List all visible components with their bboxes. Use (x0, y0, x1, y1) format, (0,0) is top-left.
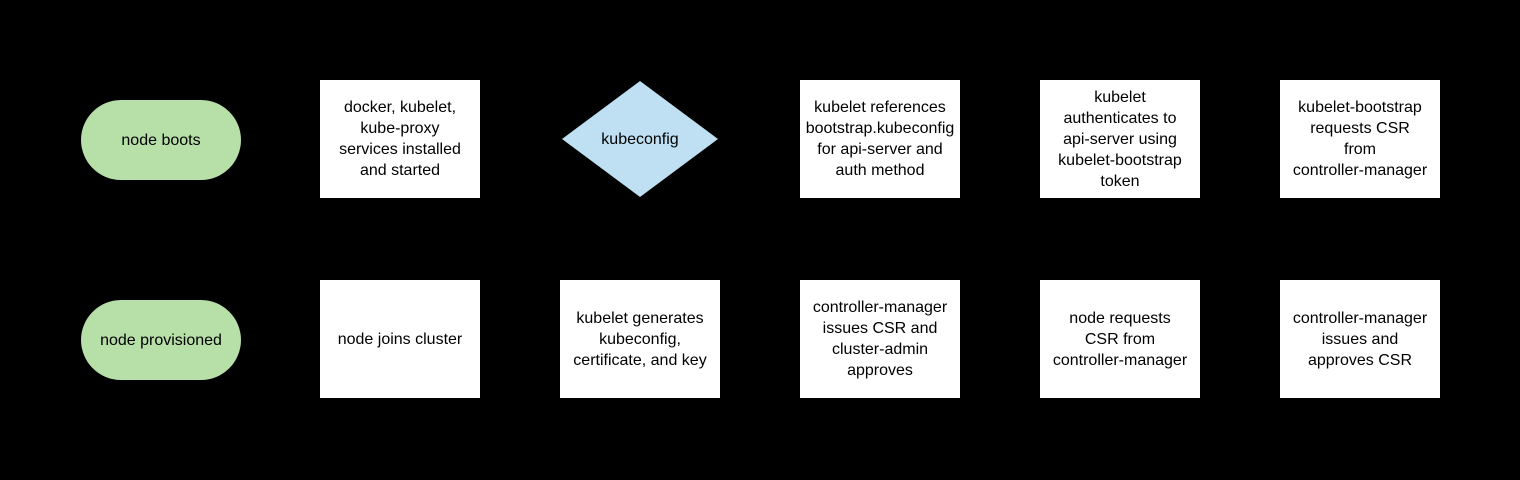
kubelet-generates-kubeconfig-process: kubelet generates kubeconfig, certificat… (560, 280, 720, 398)
node-label: kubelet references bootstrap.kubeconfig … (805, 99, 955, 179)
node-boots-terminator: node boots (81, 100, 241, 180)
services-installed-process: docker, kubelet, kube-proxy services ins… (320, 80, 480, 198)
node-label: kubelet generates kubeconfig, certificat… (573, 309, 707, 369)
node-label: kubeconfig (601, 130, 679, 148)
controller-manager-issues-approves-csr-process: controller-manager issues and approves C… (1280, 280, 1440, 398)
node-requests-csr-process: node requests CSR from controller-manage… (1040, 280, 1200, 398)
node-label: kubelet-bootstrap requests CSR from cont… (1292, 99, 1428, 179)
node-joins-cluster-process: node joins cluster (320, 280, 480, 398)
node-label: controller-manager issues CSR and cluste… (812, 299, 948, 379)
node-provisioned-terminator: node provisioned (81, 300, 241, 380)
node-label: node provisioned (100, 331, 222, 349)
kubelet-authenticates-process: kubelet authenticates to api-server usin… (1040, 80, 1200, 198)
node-label: docker, kubelet, kube-proxy services ins… (339, 99, 461, 179)
node-label: kubelet authenticates to api-server usin… (1058, 88, 1182, 190)
kubeconfig-decision: kubeconfig (562, 81, 718, 197)
kubelet-bootstrap-requests-csr-process: kubelet-bootstrap requests CSR from cont… (1280, 80, 1440, 198)
controller-manager-issues-csr-admin-approves-process: controller-manager issues CSR and cluste… (800, 280, 960, 398)
node-label: node requests CSR from controller-manage… (1052, 309, 1188, 369)
node-label: node joins cluster (337, 330, 463, 348)
node-label: controller-manager issues and approves C… (1292, 309, 1428, 369)
kubelet-references-bootstrap-process: kubelet references bootstrap.kubeconfig … (800, 80, 960, 198)
node-label: node boots (121, 131, 201, 149)
